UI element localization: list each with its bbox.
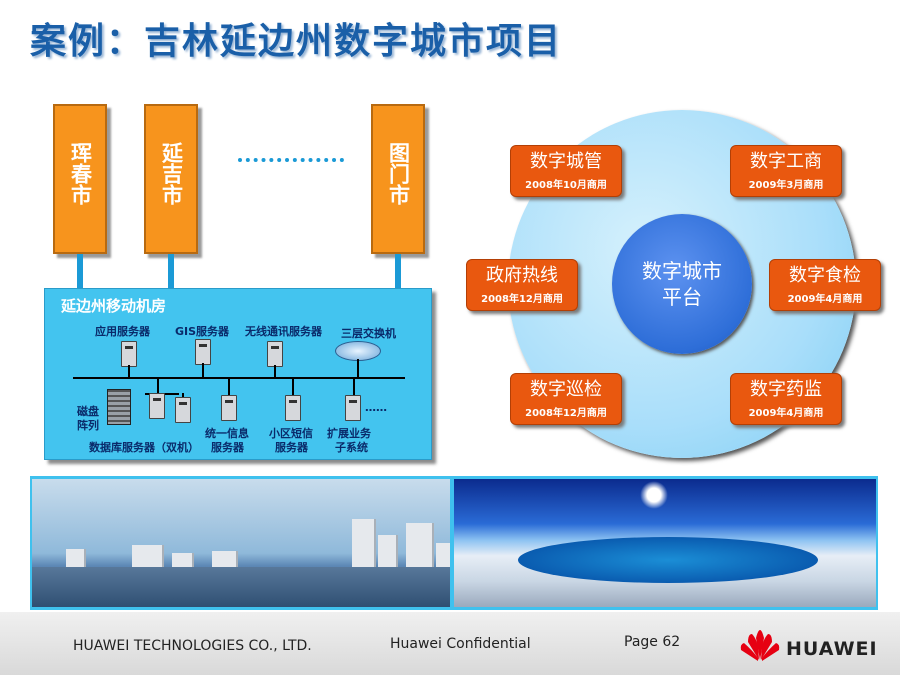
service-date: 2008年12月商用	[481, 294, 563, 305]
network-bus	[73, 377, 405, 379]
photo-strip	[30, 476, 878, 610]
crater-lake	[518, 537, 818, 583]
building	[66, 549, 86, 571]
building	[406, 523, 434, 571]
room-title: 延边州移动机房	[61, 297, 167, 315]
connector	[274, 365, 276, 377]
service-date: 2009年4月商用	[748, 408, 824, 419]
service-date: 2008年12月商用	[525, 408, 607, 419]
ellipsis-label: ……	[365, 401, 387, 414]
city-skyline-photo	[32, 479, 450, 607]
city-yanji: 延吉市	[144, 104, 198, 254]
db-server-icon	[175, 397, 191, 423]
service-name: 数字工商	[750, 151, 822, 172]
city-hunchun: 珲春市	[53, 104, 107, 254]
db-server-icon	[149, 393, 165, 419]
service-badge-hotline: 政府热线 2008年12月商用	[466, 259, 578, 311]
connector	[182, 393, 184, 399]
ellipsis-dots	[238, 158, 344, 162]
connector	[292, 379, 294, 395]
service-name: 数字药监	[750, 379, 822, 400]
connector	[395, 254, 401, 288]
service-badge-patrol: 数字巡检 2008年12月商用	[510, 373, 622, 425]
service-badge-food-inspection: 数字食检 2009年4月商用	[769, 259, 881, 311]
disk-array-label: 阵列	[77, 419, 99, 432]
service-badge-drug-supervision: 数字药监 2009年4月商用	[730, 373, 842, 425]
service-date: 2009年4月商用	[787, 294, 863, 305]
sms-server-icon	[285, 395, 301, 421]
connector	[202, 363, 204, 377]
sms-server-label: 小区短信	[269, 427, 313, 440]
platform-subtitle: 平台	[662, 285, 702, 309]
extension-system-icon	[345, 395, 361, 421]
connector	[228, 379, 230, 395]
connector	[168, 254, 174, 288]
service-date: 2008年10月商用	[525, 180, 607, 191]
unified-info-label: 服务器	[211, 441, 244, 454]
connector	[353, 379, 355, 395]
page-title: 案例：吉林延边州数字城市项目	[30, 21, 563, 62]
city-label: 珲春市	[68, 142, 93, 205]
service-name: 数字食检	[789, 265, 861, 286]
city-label: 图门市	[386, 142, 411, 205]
service-name: 数字巡检	[530, 379, 602, 400]
wireless-server-icon	[267, 341, 283, 367]
gis-server-label: GIS服务器	[175, 325, 230, 338]
unified-info-server-icon	[221, 395, 237, 421]
platform-core: 数字城市 平台	[612, 214, 752, 354]
connector	[157, 379, 159, 393]
switch-label: 三层交换机	[341, 327, 396, 340]
app-server-label: 应用服务器	[95, 325, 150, 338]
unified-info-label: 统一信息	[205, 427, 249, 440]
service-name: 政府热线	[486, 265, 558, 286]
disk-array-label: 磁盘	[77, 405, 99, 418]
disk-array-icon	[107, 389, 131, 425]
footer-page-number: Page 62	[624, 634, 681, 650]
footer-bar: HUAWEI TECHNOLOGIES CO., LTD. Huawei Con…	[0, 612, 900, 675]
sun	[640, 481, 668, 509]
gis-server-icon	[195, 339, 211, 365]
db-server-label: 数据库服务器（双机）	[89, 441, 199, 454]
footer-confidential: Huawei Confidential	[390, 636, 531, 652]
building	[436, 543, 450, 571]
building	[172, 553, 194, 571]
building	[132, 545, 164, 571]
building	[212, 551, 238, 571]
building	[378, 535, 398, 571]
platform-title: 数字城市	[642, 259, 722, 283]
connector	[357, 359, 359, 377]
service-date: 2009年3月商用	[748, 180, 824, 191]
wireless-server-label: 无线通讯服务器	[245, 325, 322, 338]
river	[32, 567, 450, 607]
service-badge-commerce: 数字工商 2009年3月商用	[730, 145, 842, 197]
huawei-brand-text: HUAWEI	[786, 638, 878, 660]
city-tumen: 图门市	[371, 104, 425, 254]
extension-label: 扩展业务	[327, 427, 371, 440]
machine-room-panel: 延边州移动机房 应用服务器 GIS服务器 无线通讯服务器 三层交换机 磁盘 阵列…	[44, 288, 432, 460]
heaven-lake-photo	[454, 479, 876, 607]
building	[352, 519, 376, 571]
city-label: 延吉市	[159, 142, 184, 205]
footer-company: HUAWEI TECHNOLOGIES CO., LTD.	[73, 638, 312, 654]
app-server-icon	[121, 341, 137, 367]
service-name: 数字城管	[530, 151, 602, 172]
connector	[77, 254, 83, 288]
huawei-logo-icon	[740, 630, 780, 661]
service-badge-city-management: 数字城管 2008年10月商用	[510, 145, 622, 197]
sms-server-label: 服务器	[275, 441, 308, 454]
extension-label: 子系统	[335, 441, 368, 454]
connector	[128, 365, 130, 377]
switch-icon	[335, 341, 381, 361]
